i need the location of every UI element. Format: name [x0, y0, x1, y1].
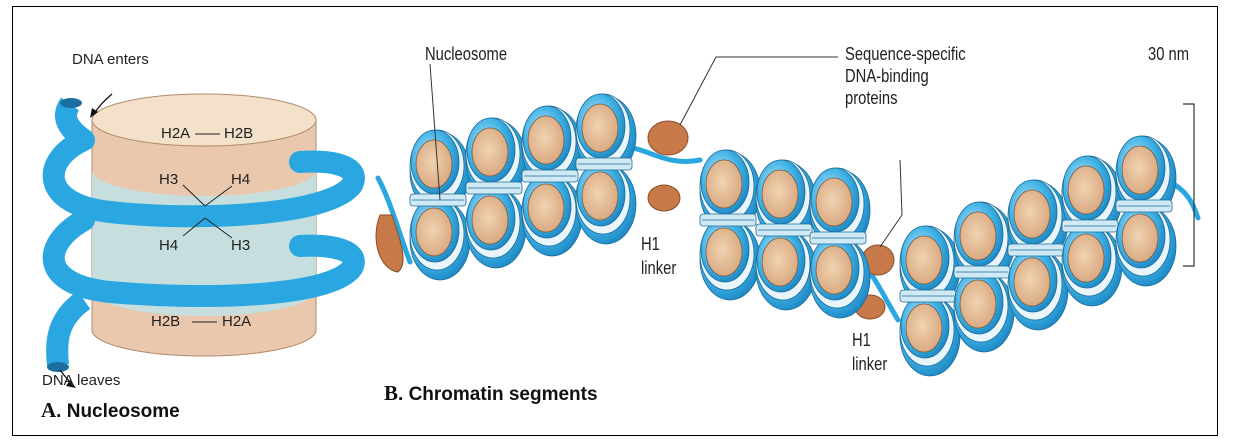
- caption-a-text: . Nucleosome: [56, 401, 180, 422]
- dna-enters-label: DNA enters: [72, 51, 149, 68]
- nucleosome-label: Nucleosome: [425, 44, 507, 65]
- h1-linker-1-line2: linker: [641, 258, 676, 279]
- histone-h3-lower: H3: [231, 237, 250, 254]
- histone-h4-upper: H4: [231, 171, 250, 188]
- histone-h3-upper: H3: [159, 171, 178, 188]
- binding-proteins-label-line2: DNA-binding: [845, 66, 929, 87]
- binding-proteins-label-line1: Sequence-specific: [845, 44, 966, 65]
- binding-proteins-label-line3: proteins: [845, 88, 898, 109]
- caption-b-letter: B: [384, 381, 398, 405]
- chromatin-segment-3: [900, 136, 1176, 376]
- caption-b-text: . Chromatin segments: [398, 384, 598, 405]
- caption-a: A. Nucleosome: [41, 398, 180, 423]
- chromatin-segment-2: [700, 150, 870, 318]
- caption-a-letter: A: [41, 398, 56, 422]
- caption-b: B. Chromatin segments: [384, 381, 598, 406]
- h1-linker-2-line2: linker: [852, 354, 887, 375]
- histone-h2a-top: H2A: [161, 125, 190, 142]
- histone-h2b-top: H2B: [224, 125, 253, 142]
- scale-bar: [1183, 104, 1194, 266]
- scale-label: 30 nm: [1148, 44, 1189, 65]
- histone-h4-lower: H4: [159, 237, 178, 254]
- chromatin-segment-1: [410, 94, 636, 280]
- h1-linker-2-line1: H1: [852, 330, 871, 351]
- h1-linker-1-line1: H1: [641, 234, 660, 255]
- dna-leaves-label: DNA leaves: [42, 372, 120, 389]
- histone-h2a-bottom: H2A: [222, 313, 251, 330]
- histone-h2b-bottom: H2B: [151, 313, 180, 330]
